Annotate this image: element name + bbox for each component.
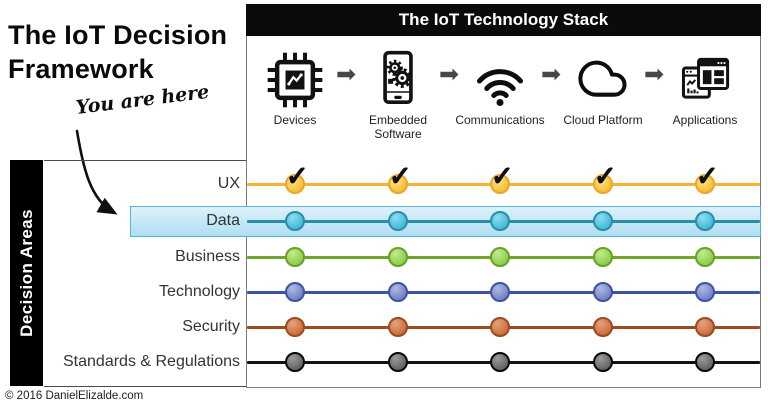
data-dot (388, 211, 408, 231)
stage-label: Cloud Platform (563, 113, 643, 127)
technology-dot (593, 282, 613, 302)
you-are-here-label: You are here (74, 80, 211, 119)
row-label-standards-regulations: Standards & Regulations (63, 353, 240, 370)
security-dot (695, 317, 715, 337)
stage-applications: Applications (652, 40, 758, 128)
stage-label: Communications (455, 113, 545, 127)
standards-regulations-dot (593, 352, 613, 372)
technology-dot (388, 282, 408, 302)
flow-arrow-icon: ➡ (335, 61, 357, 88)
standards-regulations-dot (285, 352, 305, 372)
business-dot (593, 247, 613, 267)
device-gears-icon (345, 40, 451, 110)
check-mark-icon: ✓ (285, 161, 309, 191)
wifi-icon (447, 40, 553, 110)
business-dot (490, 247, 510, 267)
business-dot (388, 247, 408, 267)
security-dot (490, 317, 510, 337)
check-mark-icon: ✓ (388, 161, 412, 191)
ux-dot (593, 174, 613, 194)
technology-dot (490, 282, 510, 302)
flow-arrow-icon: ➡ (438, 61, 460, 88)
table-bottom-rule (44, 386, 246, 387)
ux-dot (490, 174, 510, 194)
row-label-ux: UX (217, 175, 240, 192)
data-dot (285, 211, 305, 231)
stage-cloud-platform: Cloud Platform (550, 40, 656, 128)
row-label-business: Business (175, 248, 240, 265)
row-label-technology: Technology (159, 283, 240, 300)
technology-dot (285, 282, 305, 302)
stage-label: Embedded Software (368, 113, 428, 141)
flow-arrow-icon: ➡ (540, 61, 562, 88)
standards-regulations-dot (388, 352, 408, 372)
stage-embedded-software: Embedded Software (345, 40, 451, 141)
page-title-line2: Framework (8, 54, 154, 84)
ux-dot (695, 174, 715, 194)
page-title-line1: The IoT Decision (8, 20, 228, 50)
ux-dot (388, 174, 408, 194)
row-label-data: Data (206, 212, 240, 229)
decision-areas-sidebar: Decision Areas (10, 160, 43, 386)
technology-dot (695, 282, 715, 302)
standards-regulations-dot (695, 352, 715, 372)
table-top-rule (44, 160, 246, 161)
stage-label: Applications (672, 113, 738, 127)
technology-stack-header: The IoT Technology Stack (246, 4, 761, 36)
check-mark-icon: ✓ (490, 161, 514, 191)
ux-dot (285, 174, 305, 194)
check-mark-icon: ✓ (593, 161, 617, 191)
business-dot (285, 247, 305, 267)
check-mark-icon: ✓ (695, 161, 719, 191)
row-label-security: Security (182, 318, 240, 335)
security-dot (388, 317, 408, 337)
chip-chart-icon (242, 40, 348, 110)
cloud-icon (550, 40, 656, 110)
data-dot (593, 211, 613, 231)
app-windows-icon (652, 40, 758, 110)
data-dot (695, 211, 715, 231)
security-dot (593, 317, 613, 337)
business-dot (695, 247, 715, 267)
stage-label: Devices (273, 113, 317, 127)
standards-regulations-dot (490, 352, 510, 372)
security-dot (285, 317, 305, 337)
stage-devices: Devices (242, 40, 348, 128)
page-title: The IoT Decision Framework (8, 18, 227, 86)
stage-communications: Communications (447, 40, 553, 128)
copyright-text: © 2016 DanielElizalde.com (5, 390, 144, 402)
data-dot (490, 211, 510, 231)
flow-arrow-icon: ➡ (643, 61, 665, 88)
